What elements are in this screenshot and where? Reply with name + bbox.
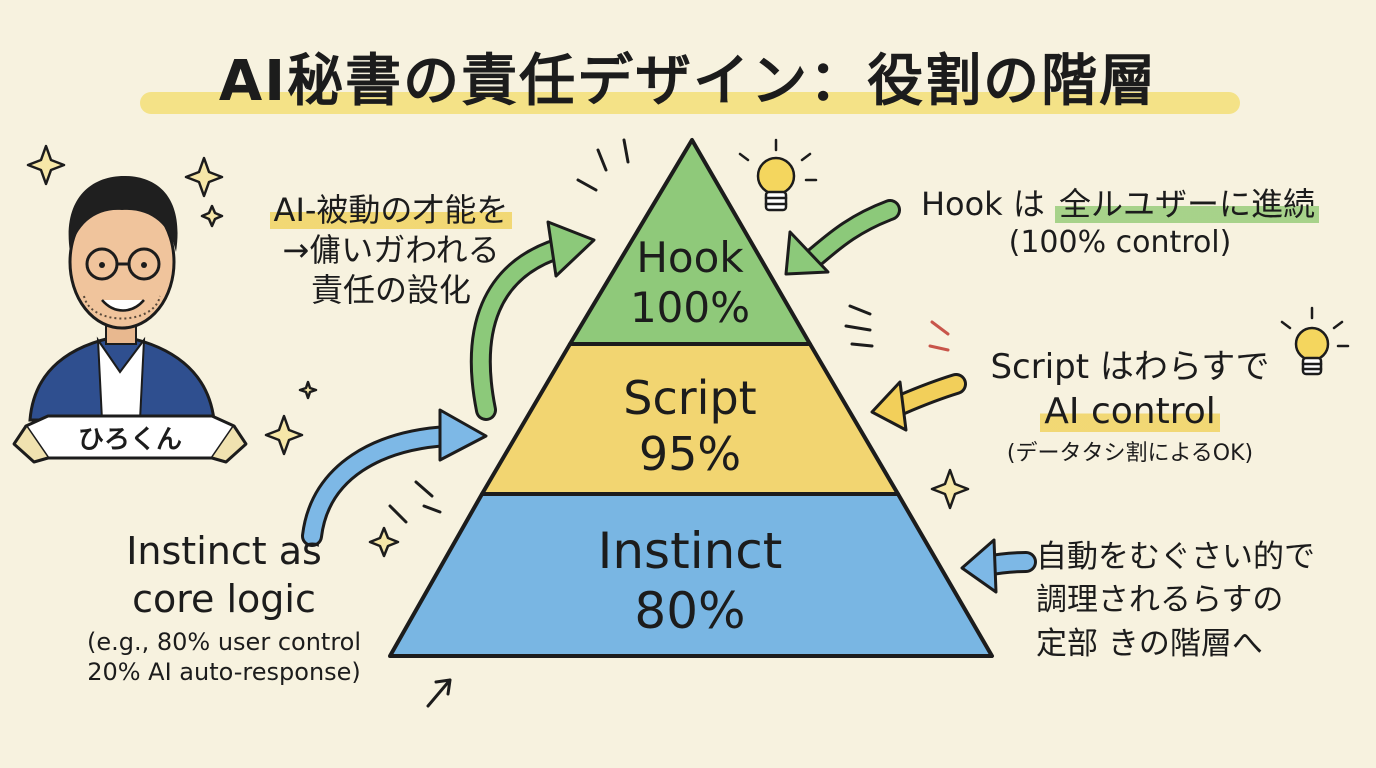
right-bottom-note: 自動をむぐさい的で 調理されるらすの 定部 きの階層へ	[1036, 536, 1336, 666]
right-mid-note-line1: Script はわらすで	[990, 347, 1270, 387]
hook-layer-value: 100%	[630, 283, 750, 332]
script-layer-value: 95%	[639, 427, 741, 481]
emphasis-lines	[388, 138, 874, 524]
left-bottom-note-line2: core logic	[132, 576, 316, 621]
right-bottom-note-line1: 自動をむぐさい的で	[1036, 539, 1315, 575]
page-title: AI秘書の責任デザイン：役割の階層	[218, 49, 1158, 114]
red-accent-lines	[928, 320, 950, 352]
left-bottom-note: Instinct as core logic (e.g., 80% user c…	[44, 528, 404, 687]
right-top-note-line1b: 全ルユザーに進続	[1055, 185, 1320, 223]
right-yellow-arrow	[870, 373, 967, 432]
right-bottom-note-line2: 調理されるらすの	[1036, 582, 1284, 619]
right-blue-arrow	[960, 538, 1037, 594]
script-layer-name: Script	[623, 371, 756, 425]
right-bottom-note-line3: 定部 きの階層へ	[1036, 625, 1263, 662]
right-top-note-line2: (100% control)	[1008, 225, 1232, 260]
left-green-arrow	[469, 220, 596, 421]
left-top-note: AI-被動の才能を →傭いガわれる 責任の設化	[236, 190, 546, 310]
instinct-layer-value: 80%	[634, 582, 745, 640]
left-bottom-note-line3: (e.g., 80% user control	[86, 628, 362, 656]
instinct-layer	[388, 492, 994, 658]
left-top-note-line3: 責任の設化	[310, 271, 471, 309]
lightbulb-icon	[738, 138, 818, 212]
left-bottom-note-line1: Instinct as	[126, 529, 322, 573]
left-bottom-note-line4: 20% AI auto-response)	[87, 658, 361, 686]
right-top-note-line1a: Hook は	[920, 185, 1056, 223]
avatar-name: ひろくん	[78, 425, 182, 455]
lightbulb-icon	[1280, 306, 1350, 376]
right-mid-note-line3: (データタシ割によるOK)	[1006, 440, 1254, 466]
left-top-note-line1: AI-被動の才能を	[269, 191, 513, 229]
title-highlight	[140, 92, 1240, 114]
sparkle-icon	[26, 144, 970, 558]
instinct-layer-name: Instinct	[598, 522, 783, 580]
right-mid-note-line2: AI control	[1040, 390, 1220, 432]
small-pointer-arrow	[426, 678, 452, 708]
right-green-arrow	[784, 199, 901, 276]
right-mid-note: Script はわらすで AI control (データタシ割によるOK)	[950, 346, 1310, 467]
avatar: ひろくん	[12, 176, 248, 464]
hook-layer-name: Hook	[636, 233, 744, 282]
left-blue-arrow	[301, 408, 488, 547]
right-top-note: Hook は 全ルユザーに進続 (100% control)	[900, 184, 1340, 262]
left-top-note-line2: →傭いガわれる	[282, 231, 500, 269]
